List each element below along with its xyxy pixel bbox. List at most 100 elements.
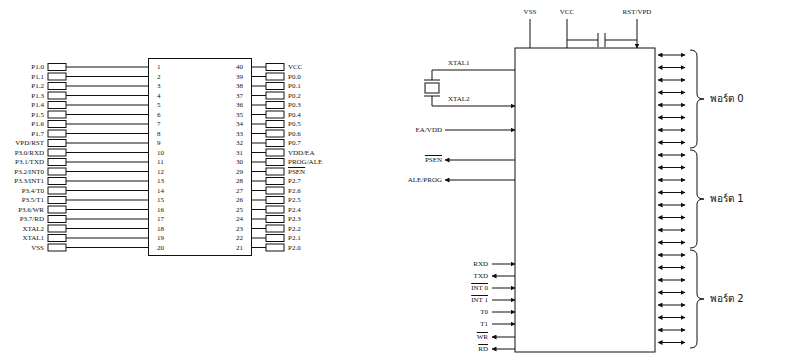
pin-lead — [66, 67, 148, 68]
chip-body: 1234567891011121314151617181920403938373… — [148, 58, 252, 256]
pin-number: 32 — [236, 139, 243, 147]
port-arrow — [658, 180, 685, 181]
pin-name: XTAL2 — [22, 225, 44, 233]
pin-lead — [252, 76, 266, 77]
pin-lead — [252, 190, 266, 191]
port-arrow — [658, 342, 685, 343]
pin-name: P2.0 — [288, 244, 301, 252]
pin-number: 37 — [236, 92, 243, 100]
pin-lead — [66, 247, 148, 248]
pin-number: 7 — [157, 120, 161, 128]
pin-stub — [48, 235, 66, 242]
port3-signal — [492, 276, 515, 277]
pin-number: 4 — [157, 92, 161, 100]
pin-number: 9 — [157, 139, 161, 147]
pin-name: P0.6 — [288, 130, 301, 138]
pin-stub — [266, 111, 284, 118]
pin-name: P0.2 — [288, 92, 301, 100]
pin-lead — [252, 209, 266, 210]
pin-stub — [266, 159, 284, 166]
pin-name: P1.3 — [31, 92, 44, 100]
pin-name: VCC — [288, 63, 302, 71]
pin-lead — [66, 124, 148, 125]
port-arrow — [658, 117, 685, 118]
signal-name: RST/VPD — [623, 8, 652, 16]
pin-stub — [266, 130, 284, 137]
xtal1-line — [432, 70, 515, 71]
pin-number: 33 — [236, 130, 243, 138]
pin-stub — [266, 197, 284, 204]
pin-number: 10 — [157, 149, 164, 157]
port-brace — [690, 50, 704, 148]
pin-stub — [48, 168, 66, 175]
pin-lead — [66, 105, 148, 106]
pin-name: P2.5 — [288, 196, 301, 204]
capacitor-plate — [598, 33, 599, 47]
ale-line — [445, 180, 515, 181]
pin-name: P1.6 — [31, 120, 44, 128]
port-arrow — [658, 242, 685, 243]
pin-name: P0.3 — [288, 101, 301, 109]
pin-number: 24 — [236, 215, 243, 223]
pin-stub — [48, 159, 66, 166]
pin-name: P0.7 — [288, 139, 301, 147]
signal-name: INT 1 — [471, 296, 488, 304]
pin-name: P1.0 — [31, 63, 44, 71]
pin-name: P3.7/RD — [20, 215, 44, 223]
port-arrow — [658, 292, 685, 293]
port3-signal — [492, 264, 515, 265]
pin-lead — [252, 133, 266, 134]
pin-name: P1.1 — [31, 73, 44, 81]
port-arrow — [658, 305, 685, 306]
pin-number: 1 — [157, 63, 161, 71]
pin-number: 5 — [157, 101, 161, 109]
port3-signal — [492, 312, 515, 313]
port-arrow — [658, 105, 685, 106]
pin-stub — [48, 225, 66, 232]
pin-name: P1.5 — [31, 111, 44, 119]
pin-stub — [266, 73, 284, 80]
port-arrow — [658, 55, 685, 56]
pin-number: 12 — [157, 168, 164, 176]
port-arrow — [658, 67, 685, 68]
pin-number: 8 — [157, 130, 161, 138]
ea-line — [445, 130, 515, 131]
pin-stub — [48, 102, 66, 109]
port-arrow — [658, 142, 685, 143]
logic-block — [515, 48, 655, 352]
pin-number: 22 — [236, 234, 243, 242]
pin-lead — [252, 181, 266, 182]
pin-name: P3.4/T0 — [22, 187, 44, 195]
port-arrow — [658, 280, 685, 281]
xtal2-line — [432, 96, 515, 106]
signal-name: XTAL2 — [448, 95, 470, 103]
pin-lead — [66, 152, 148, 153]
port-arrow — [658, 230, 685, 231]
port-arrow — [658, 255, 685, 256]
port-arrow — [658, 130, 685, 131]
pin-lead — [66, 200, 148, 201]
pin-stub — [266, 102, 284, 109]
port3-signal — [492, 349, 515, 350]
pin-lead — [252, 105, 266, 106]
pin-stub — [266, 225, 284, 232]
pin-stub — [266, 187, 284, 194]
pin-stub — [48, 121, 66, 128]
port-arrow — [658, 217, 685, 218]
pin-number: 25 — [236, 206, 243, 214]
pin-number: 15 — [157, 196, 164, 204]
pin-stub — [266, 83, 284, 90]
pin-number: 11 — [157, 158, 164, 166]
pin-lead — [252, 219, 266, 220]
crystal-symbol — [425, 83, 439, 93]
pin-name: P2.4 — [288, 206, 301, 214]
pin-stub — [266, 216, 284, 223]
pin-number: 30 — [236, 158, 243, 166]
crystal-plate — [424, 80, 440, 81]
signal-name: TXD — [474, 272, 488, 280]
port3-signal — [492, 337, 515, 338]
vss-line — [530, 19, 531, 48]
pin-name: P1.4 — [31, 101, 44, 109]
pin-stub — [48, 244, 66, 251]
pin-lead — [66, 209, 148, 210]
